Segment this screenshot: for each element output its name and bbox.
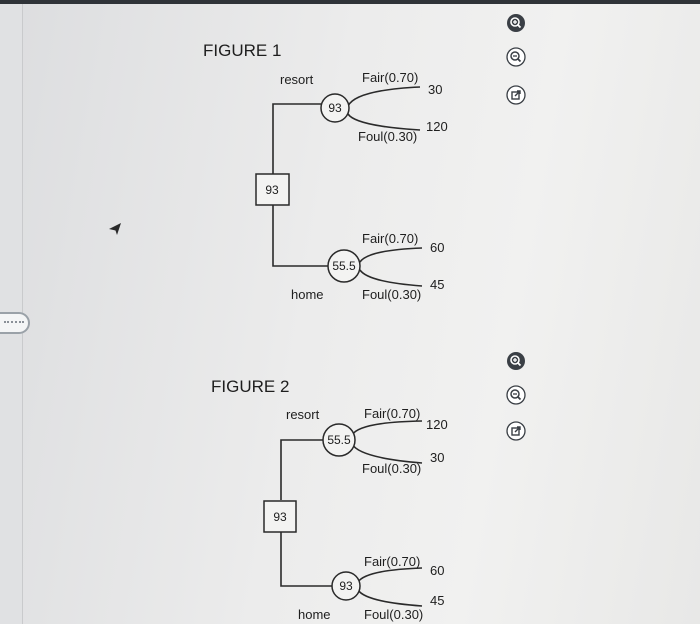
open-external-icon: [506, 421, 526, 441]
fig1-resort-chance-node: [320, 93, 350, 123]
fig2-resort-fair-label: Fair(0.70): [364, 406, 420, 421]
fig2-resort-label: resort: [286, 407, 320, 422]
fig2-home-chance-node: [331, 571, 361, 601]
fig2-resort-chance-node: [322, 423, 356, 457]
fig2-resort-chance-value: 55.5: [327, 433, 351, 447]
fig2-resort-fair-payoff: 120: [426, 417, 448, 432]
zoom-in-button[interactable]: [505, 350, 527, 372]
fig2-home-foul-payoff: 45: [430, 593, 444, 608]
fig1-home-fair-label: Fair(0.70): [362, 231, 418, 246]
zoom-in-icon: [507, 14, 525, 32]
mouse-cursor-icon: [109, 223, 121, 235]
fig1-resort-label: resort: [280, 72, 314, 87]
fig2-home-fair-label: Fair(0.70): [364, 554, 420, 569]
document-page: [0, 4, 700, 624]
fig1-decision-value: 93: [265, 183, 279, 197]
fig1-home-foul-label: Foul(0.30): [362, 287, 421, 302]
open-external-button[interactable]: [505, 420, 527, 442]
fig1-resort-chance-value: 93: [328, 101, 342, 115]
figure-2-title: FIGURE 2: [211, 377, 289, 396]
fig2-home-fair-payoff: 60: [430, 563, 444, 578]
fig2-home-label: home: [298, 607, 331, 622]
fig2-home-chance-value: 93: [339, 579, 353, 593]
fig1-home-fair-payoff: 60: [430, 240, 444, 255]
figure-1-toolbar: [505, 12, 531, 108]
fig1-resort-foul-label: Foul(0.30): [358, 129, 417, 144]
grip-dots-icon: [4, 321, 24, 327]
fig2-resort-foul-label: Foul(0.30): [362, 461, 421, 476]
zoom-in-button[interactable]: [505, 12, 527, 34]
fig1-home-label: home: [291, 287, 324, 302]
fig2-decision-value: 93: [273, 510, 287, 524]
top-border: [0, 0, 700, 4]
zoom-out-button[interactable]: [505, 46, 527, 68]
fig1-resort-fair-payoff: 30: [428, 82, 442, 97]
zoom-in-icon: [507, 352, 525, 370]
fig1-home-foul-payoff: 45: [430, 277, 444, 292]
sidebar-resize-handle[interactable]: [0, 312, 30, 334]
figure-1-title: FIGURE 1: [203, 41, 281, 60]
figure-2-toolbar: [505, 350, 531, 446]
zoom-out-icon: [506, 385, 526, 405]
open-external-icon: [506, 85, 526, 105]
fig1-home-chance-value: 55.5: [332, 259, 356, 273]
fig2-resort-foul-payoff: 30: [430, 450, 444, 465]
fig1-resort-fair-label: Fair(0.70): [362, 70, 418, 85]
fig1-home-chance-node: [327, 249, 361, 283]
fig1-decision-node: [255, 173, 290, 206]
fig2-home-foul-label: Foul(0.30): [364, 607, 423, 622]
fig2-decision-node: [263, 500, 297, 533]
fig1-resort-foul-payoff: 120: [426, 119, 448, 134]
zoom-out-button[interactable]: [505, 384, 527, 406]
zoom-out-icon: [506, 47, 526, 67]
open-external-button[interactable]: [505, 84, 527, 106]
